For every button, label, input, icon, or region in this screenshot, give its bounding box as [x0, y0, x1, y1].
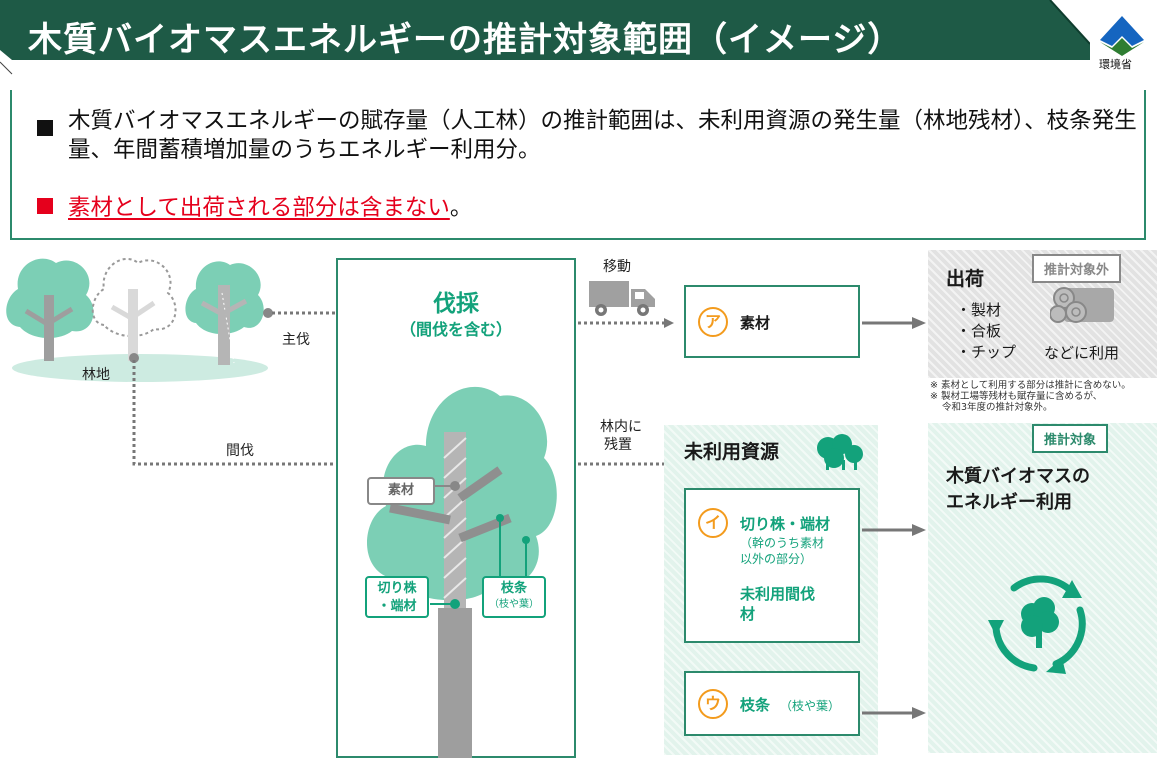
logo-text: 環境省	[1099, 58, 1132, 71]
box-i-sub-l1: （幹のうち素材	[740, 536, 825, 550]
box-i-sub: （幹のうち素材以外の部分）	[740, 535, 824, 567]
tree-3-icon	[185, 261, 264, 365]
shipping-note: ※ 素材として利用する部分は推計に含めない。 ※ 製材工場等残材も賦存量に含める…	[930, 380, 1131, 413]
target-title-l1: 木質バイオマスの	[946, 466, 1090, 487]
page-title: 木質バイオマスエネルギーの推計対象範囲（イメージ）	[28, 20, 903, 60]
info-line-2-underlined: 素材として出荷される部分は含まない	[68, 195, 450, 221]
box-a-label: 素材	[740, 314, 771, 332]
info-box	[10, 90, 1146, 240]
info-line-1: 木質バイオマスエネルギーの賦存量（人工林）の推計範囲は、未利用資源の発生量（林地…	[68, 108, 1137, 163]
forest-group-icon	[817, 434, 863, 470]
tree-label-sozai: 素材	[367, 477, 435, 505]
header-bar	[0, 0, 1090, 75]
ministry-logo-icon	[1100, 16, 1144, 56]
shipping-note-1: ※ 素材として利用する部分は推計に含めない。	[930, 380, 1131, 391]
shipping-note-3: 令和3年度の推計対象外。	[942, 402, 1053, 413]
tree-label-shijo-sub: （枝や葉）	[489, 599, 539, 610]
harvest-title: 伐採	[433, 291, 479, 317]
shipping-item-1: ・製材	[956, 301, 1002, 319]
tree-label-shijo-l1: 枝条	[500, 581, 527, 596]
shipping-item-2: ・合板	[956, 322, 1002, 340]
tag-target: 推計対象	[1032, 424, 1109, 453]
tree-label-kirikabu-l1: 切り株	[377, 581, 417, 596]
kanbatsu-label: 間伐	[226, 443, 254, 459]
tree-label-kirikabu: 切り株・端材	[365, 576, 429, 618]
rinnai-label: 林内に残置	[600, 418, 642, 454]
shipping-title: 出荷	[946, 268, 985, 290]
tree-2-icon	[91, 257, 177, 361]
box-i-extra-l2: 材	[740, 605, 756, 623]
logs-icon	[1050, 287, 1114, 323]
shipping-items: ・製材 ・合板 ・チップ	[956, 300, 1016, 363]
box-u-label: 枝条	[740, 696, 771, 714]
truck-icon	[589, 281, 655, 316]
box-i-extra-l1: 未利用間伐	[740, 585, 816, 603]
bullet-red	[37, 198, 53, 214]
forest-icon	[6, 257, 273, 382]
info-line-2-end: 。	[449, 195, 473, 221]
bullet-black	[37, 120, 53, 136]
ido-label: 移動	[603, 259, 631, 275]
tree-label-shijo: 枝条 （枝や葉）	[482, 576, 546, 618]
big-tree-icon	[367, 386, 557, 758]
box-i-label: 切り株・端材	[740, 515, 831, 533]
box-i-sub-l2: 以外の部分）	[740, 552, 813, 566]
target-title-l2: エネルギー利用	[946, 492, 1072, 513]
tree-label-kirikabu-l2: ・端材	[377, 599, 417, 614]
target-title: 木質バイオマスの エネルギー利用	[946, 464, 1090, 516]
shipping-item-3: ・チップ	[956, 343, 1017, 361]
shipping-suffix: などに利用	[1044, 344, 1120, 362]
rinnai-label-l2: 残置	[604, 437, 632, 453]
mark-u: ウ	[698, 689, 728, 719]
target-area	[928, 423, 1157, 753]
tag-outside-target: 推計対象外	[1032, 254, 1122, 283]
recycle-tree-icon	[988, 575, 1086, 674]
rinchi-label: 林地	[82, 367, 110, 383]
shubatsu-label: 主伐	[282, 332, 310, 348]
harvest-subtitle: （間伐を含む）	[399, 320, 512, 339]
rinnai-label-l1: 林内に	[600, 419, 642, 435]
unused-title: 未利用資源	[684, 441, 780, 463]
shipping-note-2: ※ 製材工場等残材も賦存量に含めるが、	[930, 391, 1103, 402]
info-line-2: 素材として出荷される部分は含まない。	[68, 190, 472, 222]
box-u-sub: （枝や葉）	[780, 699, 841, 713]
tree-1-icon	[6, 258, 94, 361]
mark-a: ア	[698, 307, 728, 337]
mark-i: イ	[698, 508, 728, 538]
box-i-extra: 未利用間伐材	[740, 584, 815, 624]
